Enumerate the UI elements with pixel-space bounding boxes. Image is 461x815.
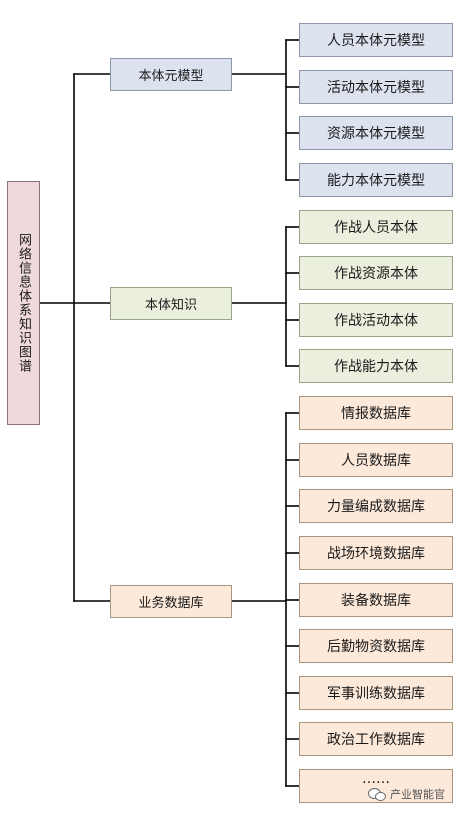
leaf-label: 作战活动本体 [334,313,418,329]
leaf-label: 军事训练数据库 [327,686,425,702]
leaf-node: 军事训练数据库 [299,676,453,710]
watermark: 产业智能官 [368,786,445,802]
wechat-icon [368,787,386,801]
leaf-node: 活动本体元模型 [299,70,453,104]
group-label: 业务数据库 [138,596,204,611]
leaf-node: 作战人员本体 [299,210,453,244]
leaf-node: 人员数据库 [299,443,453,477]
leaf-label: 战场环境数据库 [327,546,425,562]
group-label: 本体知识 [144,298,197,313]
leaf-label: 能力本体元模型 [327,173,425,189]
leaf-node: 作战能力本体 [299,349,453,383]
leaf-node: 力量编成数据库 [299,489,453,523]
leaf-label: 活动本体元模型 [327,80,425,96]
watermark-text: 产业智能官 [390,788,445,801]
leaf-label: 资源本体元模型 [327,126,425,142]
leaf-label: 作战资源本体 [334,266,418,282]
root-label: 网络信息体系知识图谱 [16,233,31,373]
leaf-node: 作战活动本体 [299,303,453,337]
leaf-label: 人员本体元模型 [327,33,425,49]
leaf-label: 作战能力本体 [334,359,418,375]
leaf-node: …… [299,769,453,803]
leaf-node: 人员本体元模型 [299,23,453,57]
leaf-label: 情报数据库 [341,406,411,422]
leaf-label: 力量编成数据库 [327,499,425,515]
leaf-node: 后勤物资数据库 [299,629,453,663]
leaf-label: 人员数据库 [341,453,411,469]
leaf-node: 装备数据库 [299,583,453,617]
leaf-node: 情报数据库 [299,396,453,430]
group-node-ontology-metamodel: 本体元模型 [110,58,232,91]
leaf-label: …… [362,771,390,787]
leaf-node: 战场环境数据库 [299,536,453,570]
leaf-node: 政治工作数据库 [299,722,453,756]
root-node: 网络信息体系知识图谱 [7,181,40,425]
leaf-label: 政治工作数据库 [327,732,425,748]
leaf-node: 资源本体元模型 [299,116,453,150]
group-node-ontology-knowledge: 本体知识 [110,287,232,320]
leaf-label: 装备数据库 [341,593,411,609]
leaf-node: 能力本体元模型 [299,163,453,197]
leaf-label: 后勤物资数据库 [327,639,425,655]
group-label: 本体元模型 [138,69,204,84]
leaf-node: 作战资源本体 [299,256,453,290]
leaf-label: 作战人员本体 [334,220,418,236]
group-node-business-database: 业务数据库 [110,585,232,618]
